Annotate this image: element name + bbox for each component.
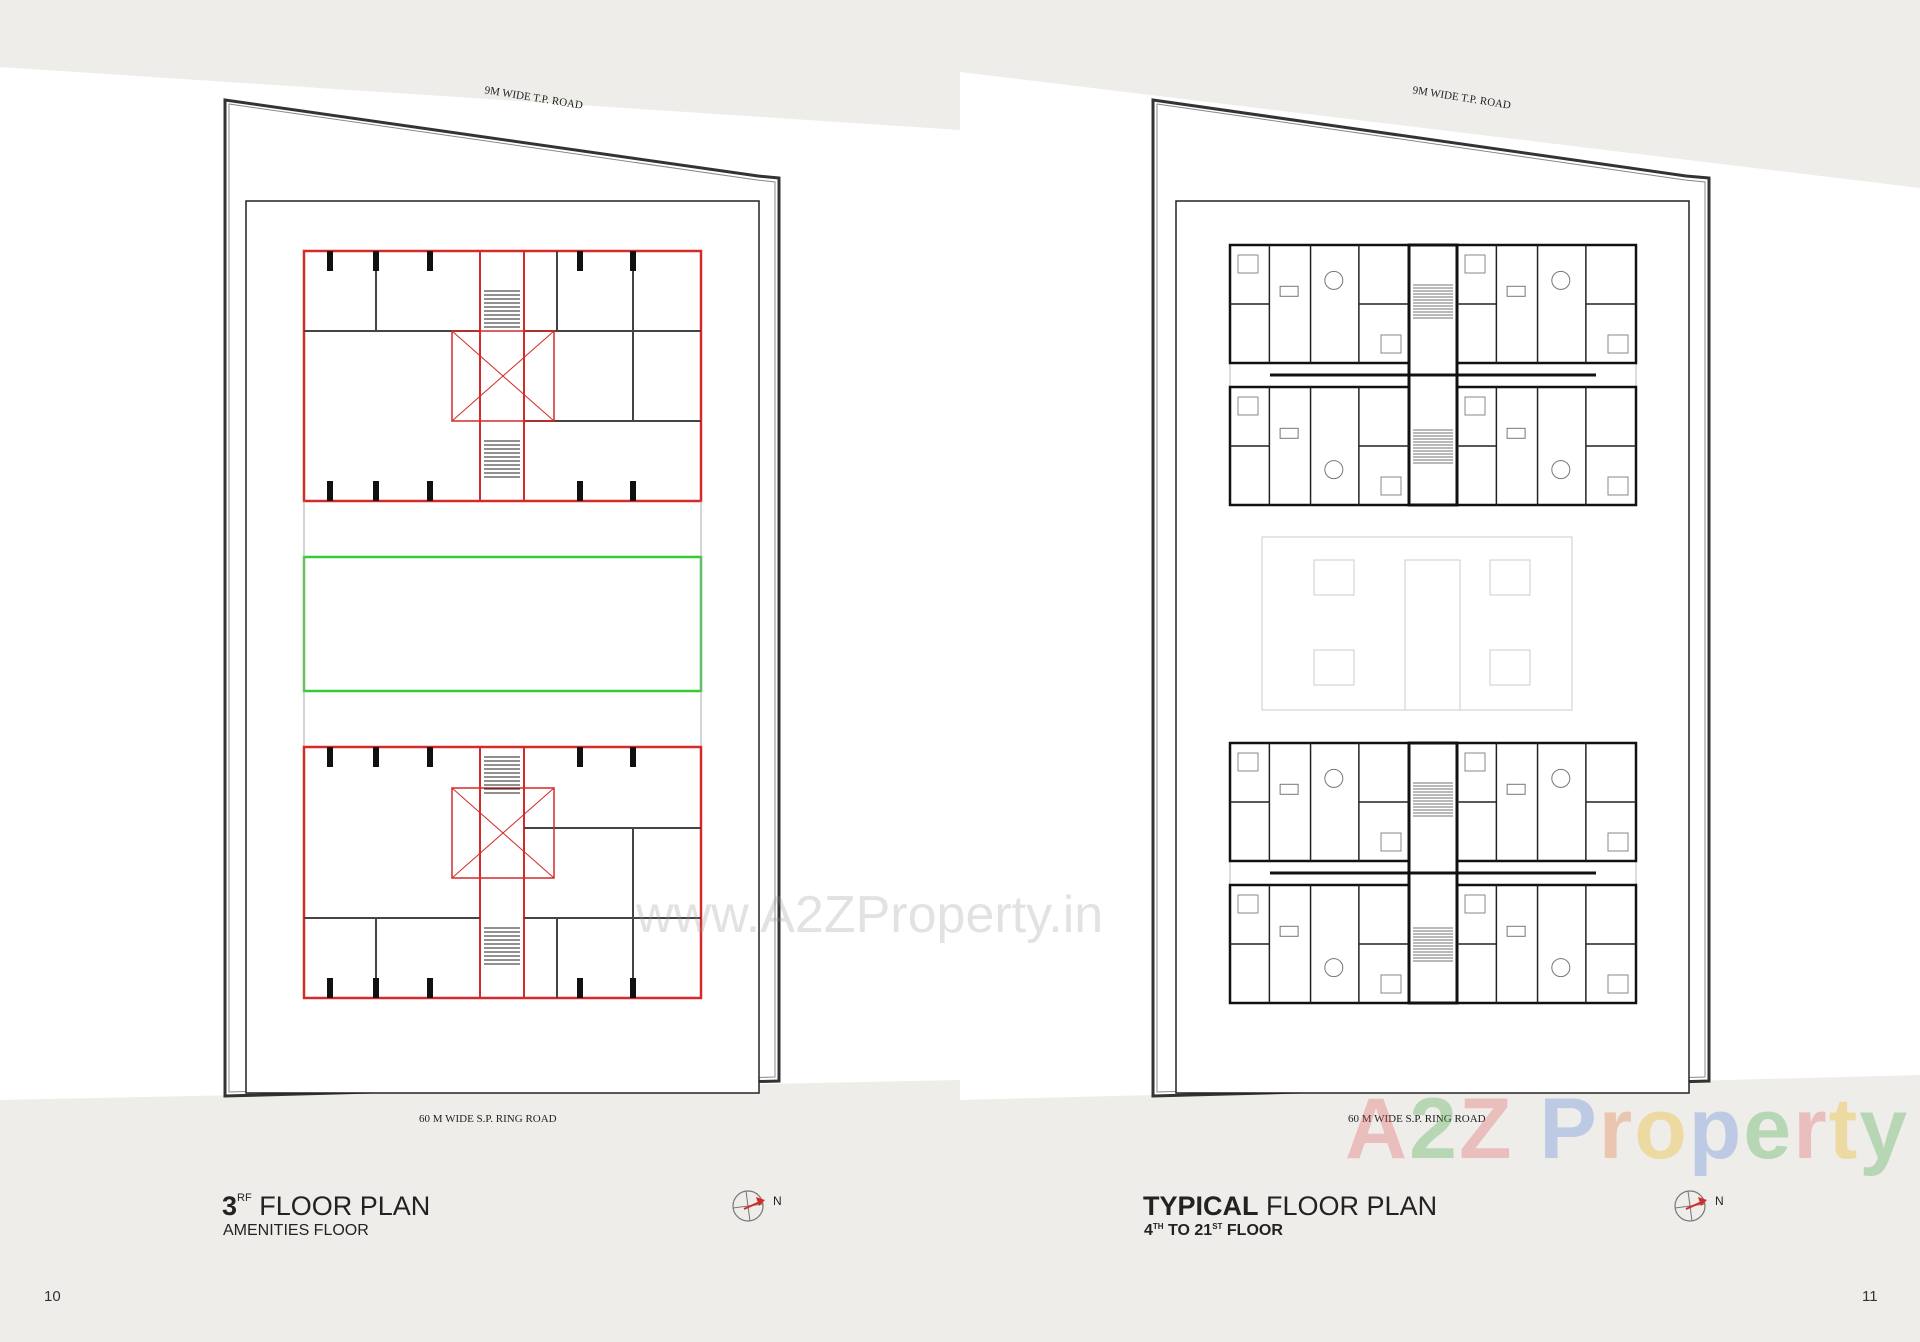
page-subtitle-left: AMENITIES FLOOR [223, 1222, 369, 1239]
column [373, 251, 379, 271]
furniture [1607, 476, 1629, 496]
furniture [1607, 334, 1629, 354]
furniture [1607, 974, 1629, 994]
page-number-left: 10 [44, 1288, 61, 1305]
furniture [1551, 270, 1571, 290]
furniture [1506, 285, 1526, 297]
column [327, 978, 333, 998]
furniture [1464, 894, 1486, 914]
column [427, 481, 433, 501]
building-footprint [245, 200, 760, 1094]
furniture [1551, 768, 1571, 788]
furniture [1464, 396, 1486, 416]
column [327, 481, 333, 501]
column [373, 978, 379, 998]
column [577, 481, 583, 501]
page-title-left: 3RF FLOOR PLAN [222, 1191, 431, 1221]
page-subtitle-right: 4TH TO 21ST FLOOR [1144, 1222, 1283, 1239]
page-title-right: TYPICAL FLOOR PLAN [1143, 1191, 1438, 1221]
column [427, 747, 433, 767]
core-lobby [451, 330, 555, 422]
column [630, 978, 636, 998]
amenity-block [302, 745, 703, 1000]
podium-below [1313, 649, 1355, 686]
furniture [1324, 270, 1344, 290]
furniture [1237, 254, 1259, 274]
bottom-road-label-left: 60 M WIDE S.P. RING ROAD [419, 1113, 557, 1125]
furniture [1607, 832, 1629, 852]
bottom-road-label-right: 60 M WIDE S.P. RING ROAD [1348, 1113, 1486, 1125]
furniture [1324, 768, 1344, 788]
column [327, 747, 333, 767]
a2z-property-logo: A2Z Property [1345, 1081, 1910, 1177]
furniture [1237, 396, 1259, 416]
north-arrow-right-icon [1674, 1190, 1707, 1222]
site-right [1151, 98, 1711, 1098]
column [373, 747, 379, 767]
site-left [223, 98, 781, 1098]
furniture [1380, 476, 1402, 496]
column [630, 251, 636, 271]
furniture [1279, 925, 1299, 937]
north-label-left: N [773, 1194, 782, 1208]
furniture [1380, 334, 1402, 354]
furniture [1506, 925, 1526, 937]
furniture [1237, 752, 1259, 772]
plan-line [451, 330, 555, 422]
furniture [1324, 958, 1344, 978]
plan-line [451, 787, 555, 879]
furniture [1380, 832, 1402, 852]
podium-below [1404, 559, 1461, 711]
column [577, 747, 583, 767]
column [630, 481, 636, 501]
column [577, 251, 583, 271]
podium-below [1489, 559, 1531, 596]
column [327, 251, 333, 271]
core-lobby [451, 787, 555, 879]
north-arrow-left-icon [732, 1190, 765, 1222]
page-number-right: 11 [1862, 1288, 1878, 1305]
furniture [1506, 783, 1526, 795]
column [427, 978, 433, 998]
furniture [1506, 427, 1526, 439]
column [427, 251, 433, 271]
furniture [1551, 460, 1571, 480]
furniture [1464, 254, 1486, 274]
north-label-right: N [1715, 1194, 1724, 1208]
watermark: www.A2ZProperty.in [636, 886, 1104, 944]
column [577, 978, 583, 998]
column [630, 747, 636, 767]
amenity-block [302, 249, 703, 503]
furniture [1279, 427, 1299, 439]
column [373, 481, 379, 501]
furniture [1237, 894, 1259, 914]
furniture [1279, 783, 1299, 795]
furniture [1380, 974, 1402, 994]
furniture [1551, 958, 1571, 978]
furniture [1464, 752, 1486, 772]
podium-below [1489, 649, 1531, 686]
podium-below [1313, 559, 1355, 596]
furniture [1279, 285, 1299, 297]
furniture [1324, 460, 1344, 480]
